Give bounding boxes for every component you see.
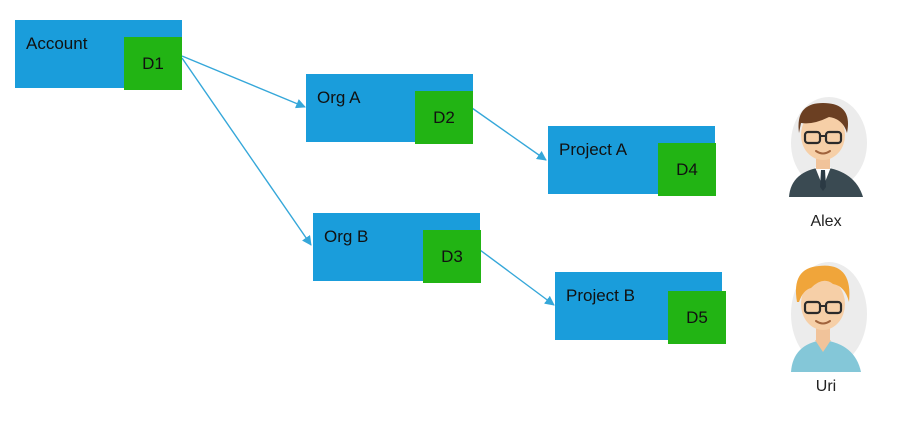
man-with-glasses-blond-hair-icon [791, 262, 867, 372]
edge-account-org-a [181, 55, 306, 109]
node-label: Project B [566, 286, 635, 305]
badge-d2: D2 [415, 91, 473, 144]
person-name-alex: Alex [810, 213, 842, 230]
edge-account-org-b [181, 57, 312, 246]
badge-d4: D4 [658, 143, 716, 196]
person-name-uri: Uri [815, 378, 837, 395]
man-with-glasses-dark-hair-icon [789, 97, 867, 197]
node-label: Account [26, 34, 88, 53]
node-label: Project A [559, 140, 628, 159]
node-label: Org B [324, 227, 369, 246]
badge-d5: D5 [668, 291, 726, 344]
badge-d1: D1 [124, 37, 182, 90]
edge-org-a-project-a [471, 107, 547, 161]
node-label: Org A [317, 88, 361, 107]
badge-d3: D3 [423, 230, 481, 283]
edge-org-b-project-b [479, 249, 555, 306]
